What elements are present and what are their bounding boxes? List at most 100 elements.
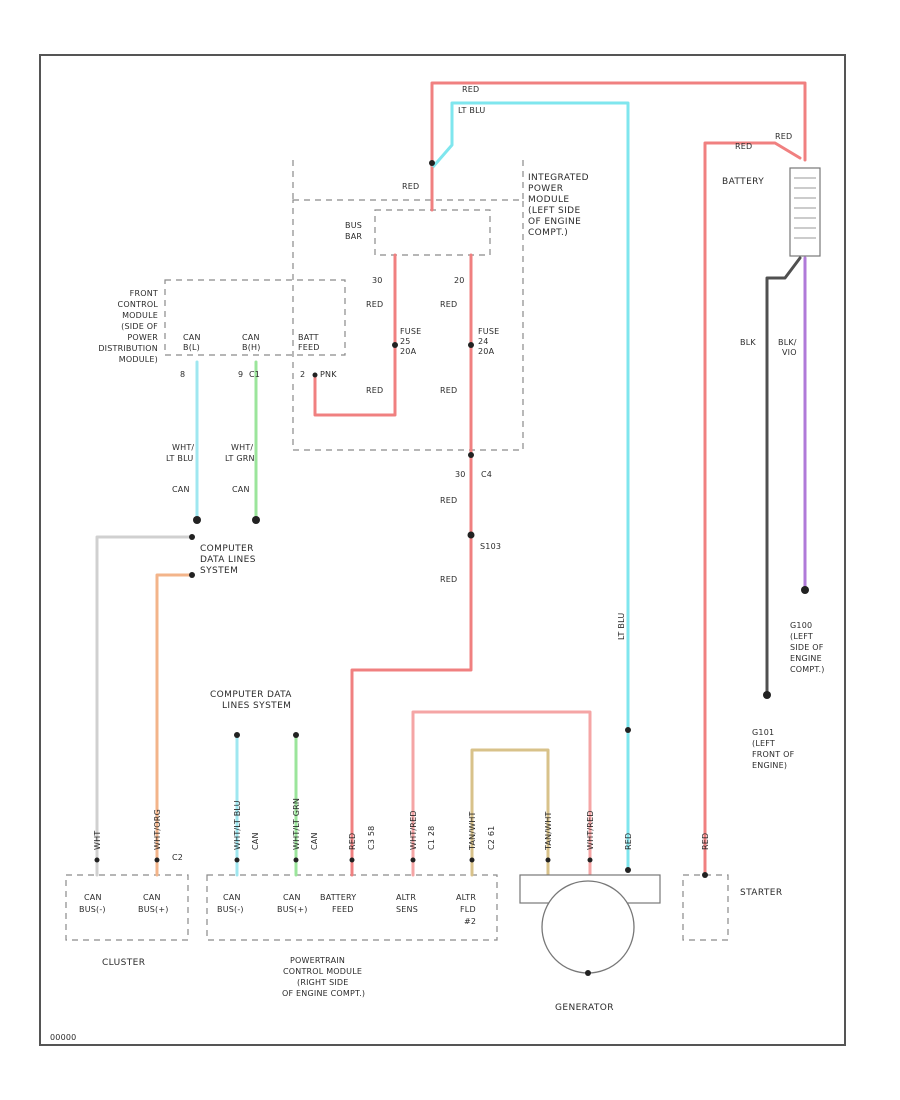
wire-label-ltblu-vert: LT BLU <box>617 613 626 640</box>
cdls-label-2: DATA LINES <box>200 555 256 565</box>
fcm-pin-batt-2: FEED <box>298 343 320 352</box>
battery-label: BATTERY <box>722 177 764 187</box>
ground-g101 <box>763 691 771 699</box>
wire-altr-sens <box>411 710 592 877</box>
ipm-outline <box>292 199 524 451</box>
fcm-pin-can-high-2: B(H) <box>242 343 261 352</box>
connection-dots <box>94 160 809 976</box>
wire-label-pcm-wht-ltgrn: WHT/LT GRN <box>292 798 301 850</box>
pin-30: 30 <box>372 276 383 285</box>
bus-bar-label-1: BUS <box>345 221 362 230</box>
wire-label-red-r4: RED <box>440 575 457 584</box>
ipm-label-3: MODULE <box>528 195 569 205</box>
fcm-pin-can-low-2: B(L) <box>183 343 200 352</box>
wire-label-wht-org: WHT/ORG <box>153 809 162 850</box>
wire-battery-starter-red <box>703 141 802 877</box>
wire-label-pcm-tan-wht: TAN/WHT <box>468 811 477 851</box>
wire-label-can-h: CAN <box>232 485 250 494</box>
wire-label-blk-vio-2: VIO <box>782 348 797 357</box>
wire-label-pcm-can-h: CAN <box>310 832 319 850</box>
pin-9: 9 <box>238 370 243 379</box>
cluster-pin-high-1: CAN <box>143 893 161 902</box>
pin-30-c4: 30 <box>455 470 466 479</box>
fcm-label-6: DISTRIBUTION <box>98 344 158 353</box>
pcm-pin-low-2: BUS(-) <box>217 905 244 914</box>
fcm-label-1: FRONT <box>130 289 158 298</box>
wire-label-pcm-c3: C3 58 <box>367 826 376 850</box>
wire-label-gen-tan-wht: TAN/WHT <box>544 811 553 851</box>
starter-label: STARTER <box>740 888 783 898</box>
g101-label-1: G101 <box>752 728 774 737</box>
wire-label-pcm-c1-28: C1 28 <box>427 826 436 850</box>
fcm-pin-can-high-1: CAN <box>242 333 260 342</box>
g100-label-5: COMPT.) <box>790 665 825 674</box>
bus-bar-label-2: BAR <box>345 232 362 241</box>
wire-label-red-r1: RED <box>440 300 457 309</box>
cdls-label-3: SYSTEM <box>200 566 238 576</box>
fuse25-label-3: 20A <box>400 347 417 356</box>
wire-label-red-top: RED <box>462 85 479 94</box>
wire-label-wht-ltgrn-2: LT GRN <box>225 454 255 463</box>
pcm-pin-fld-3: #2 <box>464 917 476 926</box>
cdls-pcm-label-2: LINES SYSTEM <box>222 701 291 711</box>
wire-fuse24-pcm <box>350 253 473 877</box>
wire-label-wht-ltblu-1: WHT/ <box>172 443 194 452</box>
pcm-pin-high-2: BUS(+) <box>277 905 308 914</box>
wire-label-pcm-wht-red: WHT/RED <box>409 810 418 850</box>
ipm-label-6: COMPT.) <box>528 228 568 238</box>
generator-symbol <box>541 880 635 974</box>
wire-label-blk-vio-1: BLK/ <box>778 338 797 347</box>
g100-label-2: (LEFT <box>790 632 813 641</box>
wire-ground-blk <box>765 256 802 697</box>
starter-box <box>682 874 729 941</box>
wire-label-pcm-can-l: CAN <box>251 832 260 850</box>
fcm-label-5: POWER <box>127 333 158 342</box>
wire-label-wht-cluster: WHT <box>93 831 102 850</box>
pcm-pin-high-1: CAN <box>283 893 301 902</box>
battery-cells <box>794 177 816 239</box>
wire-label-can-l: CAN <box>172 485 190 494</box>
pcm-pin-batt-2: FEED <box>332 905 354 914</box>
fuse24-label-2: 24 <box>478 337 489 346</box>
footer-code: 00000 <box>50 1033 76 1042</box>
g100-label-1: G100 <box>790 621 812 630</box>
pcm-label-1: POWERTRAIN <box>290 956 345 965</box>
wire-label-red-l2: RED <box>366 386 383 395</box>
wire-label-wht-ltblu-2: LT BLU <box>166 454 193 463</box>
cluster-pin-low-2: BUS(-) <box>79 905 106 914</box>
wire-label-ltblu-top: LT BLU <box>458 106 485 115</box>
wire-label-pcm-red: RED <box>348 833 357 850</box>
fuse25-label-2: 25 <box>400 337 411 346</box>
wire-cluster-can-low <box>95 535 194 877</box>
wire-label-red-ipm: RED <box>402 182 419 191</box>
fcm-label-2: CONTROL <box>118 300 159 309</box>
ipm-label-5: OF ENGINE <box>528 217 581 227</box>
fcm-label-4: (SIDE OF <box>121 322 158 331</box>
bus-bar-box <box>374 209 491 256</box>
wire-label-red-r3: RED <box>440 496 457 505</box>
pcm-pin-fld-2: FLD <box>460 905 476 914</box>
splice-s103-label: S103 <box>480 542 501 551</box>
g100-label-4: ENGINE <box>790 654 822 663</box>
conn-c2-cluster: C2 <box>172 853 183 862</box>
wire-fuse25-fcm <box>313 253 397 417</box>
wire-cluster-can-high <box>155 573 194 877</box>
wire-label-pcm-wht-ltblu: WHT/LT BLU <box>233 800 242 850</box>
ground-g100 <box>801 586 809 594</box>
wire-label-wht-ltgrn-1: WHT/ <box>231 443 253 452</box>
wire-label-pnk: PNK <box>320 370 337 379</box>
wire-label-gen-red: RED <box>624 833 633 850</box>
wire-altr-fld <box>470 748 550 877</box>
diagram-frame <box>39 54 846 1046</box>
wire-battery-ipm-red <box>430 81 807 170</box>
fuse25-label-1: FUSE <box>400 327 421 336</box>
pcm-pin-batt-1: BATTERY <box>320 893 356 902</box>
cluster-box <box>65 874 189 941</box>
fcm-pin-can-low-1: CAN <box>183 333 201 342</box>
generator-label: GENERATOR <box>555 1003 614 1013</box>
wire-label-red-batt: RED <box>775 132 792 141</box>
conn-c4: C4 <box>481 470 492 479</box>
pin-8: 8 <box>180 370 185 379</box>
pcm-label-3: (RIGHT SIDE <box>297 978 349 987</box>
battery-symbol <box>789 167 821 257</box>
